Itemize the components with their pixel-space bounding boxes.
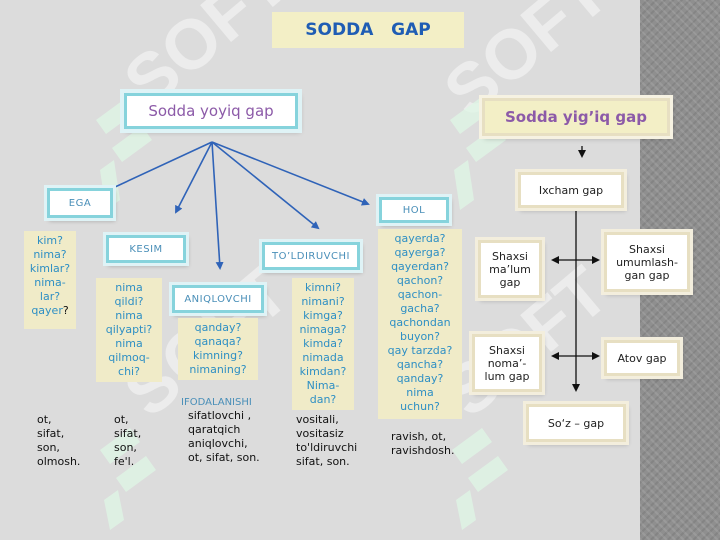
shaxsi-umumlashgan-box: Shaxsi umumlash- gan gap [604,232,690,292]
atov-gap-box: Atov gap [604,340,680,376]
main-title: SODDA GAP [272,12,464,48]
hol-questions: qayerda? qayerga? qayerdan? qachon? qach… [378,229,462,419]
toldiruvchi-questions: kimni? nimani? kimga? nimaga? kimda? nim… [292,278,354,410]
arrow-to-ega [100,141,213,195]
arrow-to-kesim [175,141,213,214]
toldiruvchi-label: TO’LDIRUVCHI [262,242,360,270]
ega-label: EGA [47,188,113,218]
right-branch-title: Sodda yig’iq gap [482,98,670,136]
aniqlovchi-questions: qanday? qanaqa? kimning? nimaning? [178,318,258,380]
shaxsi-malum-box: Shaxsi ma’lum gap [478,240,542,298]
hol-label: HOL [379,197,449,223]
ixcham-gap-box: Ixcham gap [518,172,624,208]
arrow-to-hol [211,141,370,206]
kesim-expressed-by: ot, sifat, son, fe'l. [114,413,142,468]
shaxsi-nomalum-box: Shaxsi noma’- lum gap [472,334,542,392]
aniqlovchi-label: ANIQLOVCHI [172,285,264,313]
hol-expressed-by: ravish, ot, ravishdosh. [391,430,455,457]
aniqlovchi-expressed-by: sifatlovchi , qaratqich aniqlovchi, ot, … [188,409,260,464]
ifodalanishi-label: IFODALANISHI [181,397,252,408]
kesim-questions: nima qildi? nima qilyapti? nima qilmoq- … [96,278,162,382]
arrow-to-aniqlovchi [211,141,224,270]
kesim-label: KESIM [106,235,186,263]
soz-gap-box: So‘z – gap [526,404,626,442]
ega-expressed-by: ot, sifat, son, olmosh. [37,413,81,468]
toldiruvchi-expressed-by: vositali, vositasiz to'ldiruvchi sifat, … [296,413,358,468]
arrow-to-toldiruvchi [211,141,320,230]
left-branch-title: Sodda yoyiq gap [124,93,298,129]
ega-questions: kim? nima? kimlar? nima- lar? qayer? [24,231,76,329]
